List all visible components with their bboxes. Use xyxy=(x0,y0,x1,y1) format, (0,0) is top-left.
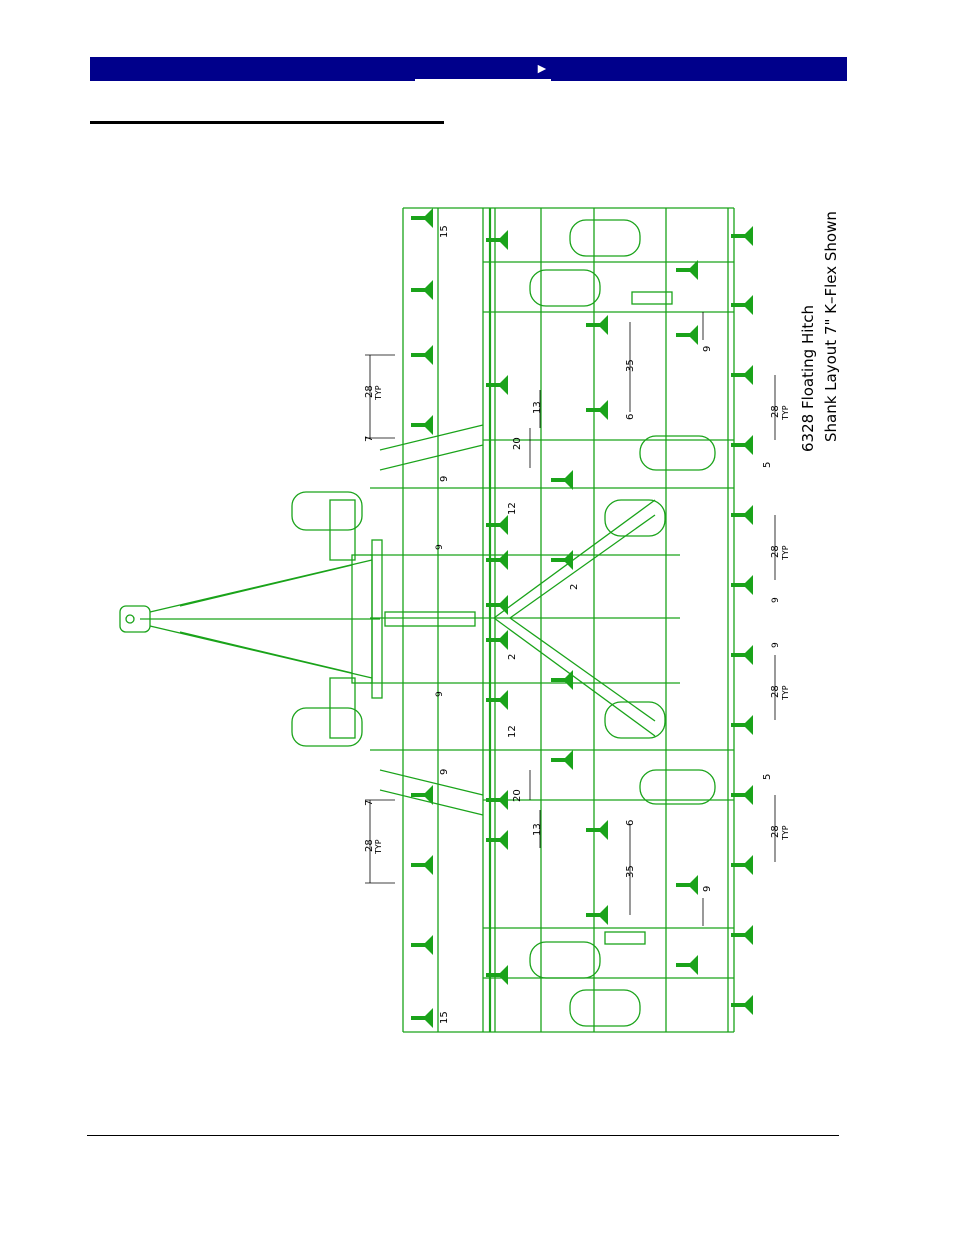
shank-sweep xyxy=(731,785,753,805)
dim-15-a: 15 xyxy=(439,225,450,238)
shank-sweep xyxy=(731,575,753,595)
shank-sweep xyxy=(731,995,753,1015)
shank-sweep xyxy=(676,955,698,975)
dim-5-bot: 5 xyxy=(762,774,773,780)
dim-28-right-d: 28 xyxy=(770,825,781,838)
dim-9-center-a: 9 xyxy=(771,597,781,603)
shank-sweep xyxy=(486,375,508,395)
shank-sweep xyxy=(676,260,698,280)
dim-15-b: 15 xyxy=(439,1011,450,1024)
shank-sweep xyxy=(411,1008,433,1028)
dim-6-bot: 6 xyxy=(625,820,636,826)
shank-sweep xyxy=(731,505,753,525)
shank-sweep xyxy=(411,345,433,365)
shank-sweep xyxy=(486,515,508,535)
dim-2-center-a: 2 xyxy=(569,584,580,590)
shank-sweep xyxy=(411,415,433,435)
shank-sweep xyxy=(676,875,698,895)
shank-sweep xyxy=(411,935,433,955)
footer-rule xyxy=(87,1135,839,1136)
dim-28-bot: 28 xyxy=(364,839,375,852)
shank-sweep xyxy=(586,400,608,420)
shank-sweep xyxy=(551,750,573,770)
shank-sweep xyxy=(411,855,433,875)
shank-sweep xyxy=(486,630,508,650)
dim-typ-bot: TYP xyxy=(374,839,383,855)
dim-9-hitch-a: 9 xyxy=(435,544,445,550)
dimension-lines xyxy=(365,312,776,926)
shank-sweep xyxy=(731,855,753,875)
shank-sweep xyxy=(586,820,608,840)
shank-sweep xyxy=(551,470,573,490)
shank-sweep xyxy=(486,550,508,570)
dim-9-right-a: 9 xyxy=(702,346,713,352)
shank-sweep xyxy=(731,295,753,315)
shank-sweep xyxy=(486,830,508,850)
dim-7-top: 7 xyxy=(364,436,375,442)
next-arrow-icon[interactable]: ► xyxy=(535,60,549,76)
dim-typ-right-b: TYP xyxy=(781,545,790,561)
shank-sweep xyxy=(586,315,608,335)
shank-sweep xyxy=(731,226,753,246)
dim-5-top: 5 xyxy=(762,462,773,468)
dim-2-center-b: 2 xyxy=(507,654,518,660)
dim-20-bot: 20 xyxy=(512,789,523,802)
shank-sweep xyxy=(731,645,753,665)
shank-sweep xyxy=(731,715,753,735)
shank-sweep xyxy=(486,790,508,810)
dim-9-hitch-b: 9 xyxy=(435,691,445,697)
shank-sweeps xyxy=(411,208,753,1028)
shank-sweep xyxy=(551,550,573,570)
shank-sweep xyxy=(411,208,433,228)
implement-frame xyxy=(119,207,735,1033)
dim-9-center-b: 9 xyxy=(771,642,781,648)
shank-sweep xyxy=(731,435,753,455)
dim-typ-right-c: TYP xyxy=(781,685,790,701)
dim-20-top: 20 xyxy=(512,437,523,450)
header-bar: ► xyxy=(90,57,847,81)
dim-28-top: 28 xyxy=(364,385,375,398)
shank-sweep xyxy=(486,595,508,615)
shank-sweep xyxy=(486,965,508,985)
dim-28-right-b: 28 xyxy=(770,545,781,558)
dim-9-half-b: 9 xyxy=(439,769,450,775)
dim-35-top: 35 xyxy=(625,359,636,372)
shank-sweep xyxy=(411,280,433,300)
shank-sweep xyxy=(551,670,573,690)
dim-12-b: 12 xyxy=(507,725,518,738)
dim-12-a: 12 xyxy=(507,502,518,515)
dim-13-top: 13 xyxy=(532,401,543,414)
dim-7-bot: 7 xyxy=(364,800,375,806)
diagram-title-line1: 6328 Floating Hitch xyxy=(799,305,817,452)
dim-9-right-b: 9 xyxy=(702,886,713,892)
shank-sweep xyxy=(731,365,753,385)
diagram-title-line2: Shank Layout 7" K–Flex Shown xyxy=(822,211,840,442)
dim-28-right-c: 28 xyxy=(770,685,781,698)
shank-sweep xyxy=(411,785,433,805)
shank-sweep xyxy=(676,325,698,345)
dim-6-top: 6 xyxy=(625,414,636,420)
header-link[interactable] xyxy=(415,57,551,81)
dim-typ-top: TYP xyxy=(374,385,383,401)
shank-sweep xyxy=(486,230,508,250)
dim-typ-right-a: TYP xyxy=(781,405,790,421)
shank-sweep xyxy=(586,905,608,925)
shank-sweep xyxy=(731,925,753,945)
dim-9-half-a: 9 xyxy=(439,476,450,482)
dim-typ-right-d: TYP xyxy=(781,825,790,841)
dim-35-bot: 35 xyxy=(625,865,636,878)
section-rule xyxy=(90,121,444,124)
dim-28-right-a: 28 xyxy=(770,405,781,418)
shank-sweep xyxy=(486,690,508,710)
dim-13-bot: 13 xyxy=(532,823,543,836)
